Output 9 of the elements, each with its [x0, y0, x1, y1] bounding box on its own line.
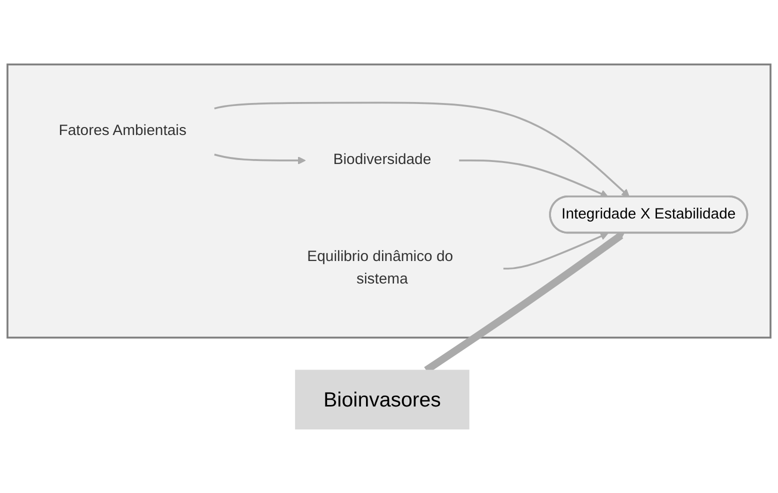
node-text: Biodiversidade [333, 152, 432, 168]
node-text: Fatores Ambientais [58, 122, 186, 139]
arrow [214, 102, 630, 197]
cluster [6, 63, 772, 338]
arrow [459, 159, 608, 198]
arrow [214, 153, 306, 164]
node-text: Equilibrio dinâmico do sistema [307, 248, 454, 288]
node-box: Bioinvasores [295, 370, 470, 430]
arrow [503, 232, 608, 270]
